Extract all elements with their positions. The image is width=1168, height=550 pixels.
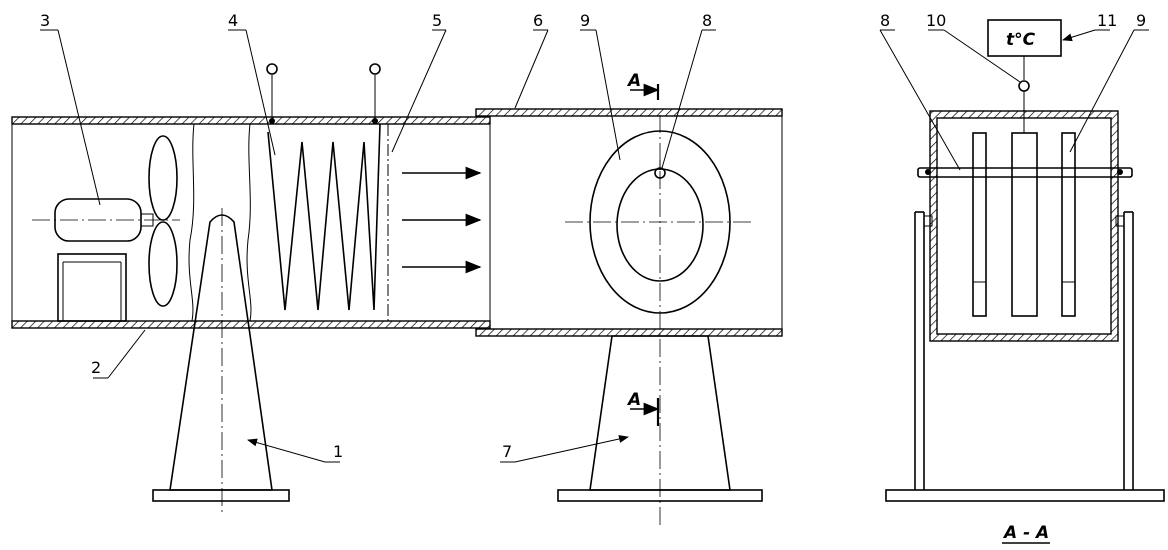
svg-text:11: 11 — [1097, 11, 1117, 30]
svg-text:8: 8 — [880, 11, 890, 30]
callouts: 3 4 5 6 9 8 2 1 7 8 — [40, 11, 1149, 463]
svg-text:9: 9 — [1136, 11, 1146, 30]
svg-text:8: 8 — [702, 11, 712, 30]
support-stand-1 — [152, 208, 290, 515]
specimen-left — [972, 132, 987, 317]
svg-text:6: 6 — [533, 11, 543, 30]
svg-text:A: A — [626, 71, 641, 91]
specimen-right — [1061, 132, 1076, 317]
section-view-a-a: t°C A - A — [885, 19, 1165, 544]
svg-text:3: 3 — [40, 11, 50, 30]
svg-text:5: 5 — [432, 11, 442, 30]
svg-text:4: 4 — [228, 11, 238, 30]
section-marker-bottom: A — [626, 390, 660, 426]
svg-text:t°C: t°C — [1006, 30, 1036, 50]
inlet-duct — [11, 63, 491, 329]
svg-text:A: A — [626, 390, 641, 410]
svg-text:7: 7 — [502, 442, 512, 461]
section-marker-top: A — [626, 71, 660, 100]
fan-impeller — [148, 135, 178, 307]
heater-coil — [267, 123, 381, 311]
test-section — [475, 108, 783, 525]
svg-text:9: 9 — [580, 11, 590, 30]
temperature-meter — [987, 19, 1062, 57]
svg-text:2: 2 — [91, 358, 101, 377]
svg-text:10: 10 — [926, 11, 946, 30]
svg-text:1: 1 — [333, 442, 343, 461]
section-title: A - A — [1002, 523, 1049, 543]
fan-motor — [32, 198, 180, 322]
support-stand-7 — [557, 335, 763, 502]
